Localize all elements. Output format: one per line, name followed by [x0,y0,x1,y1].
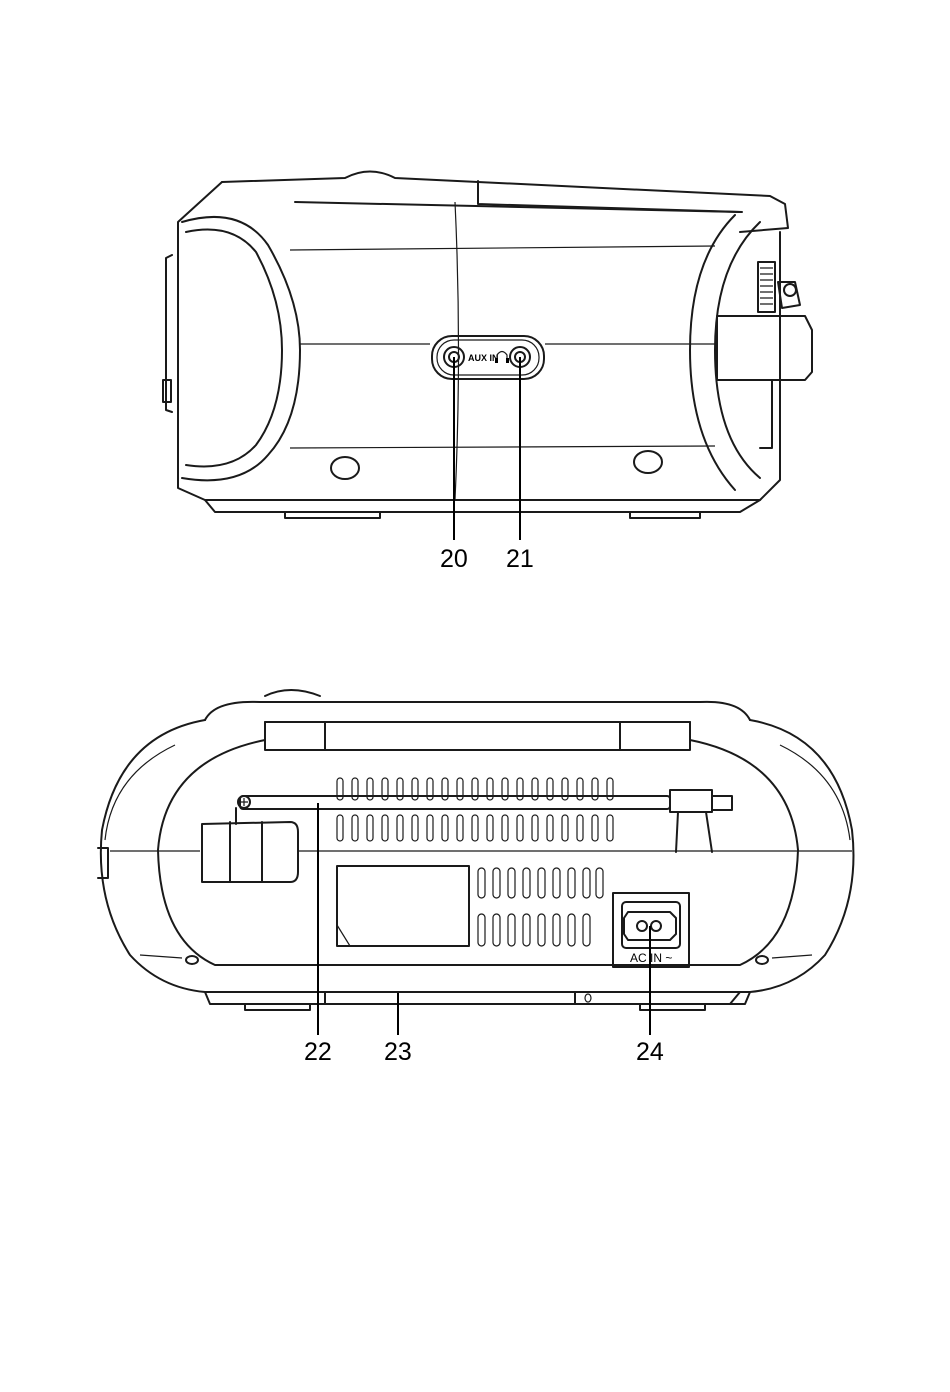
vent-slots [337,778,613,946]
aux-in-label: AUX IN [468,353,499,363]
rear-view-drawing: AC IN ~ [98,690,853,1010]
callout-number-21: 21 [506,545,534,573]
callout-number-24: 24 [636,1038,664,1066]
callout-number-20: 20 [440,545,468,573]
callout-number-23: 23 [384,1038,412,1066]
ac-in-label: AC IN ~ [630,951,672,965]
side-view-drawing: AUX IN [163,172,812,519]
label-plate [337,866,469,946]
callout-number-22: 22 [304,1038,332,1066]
